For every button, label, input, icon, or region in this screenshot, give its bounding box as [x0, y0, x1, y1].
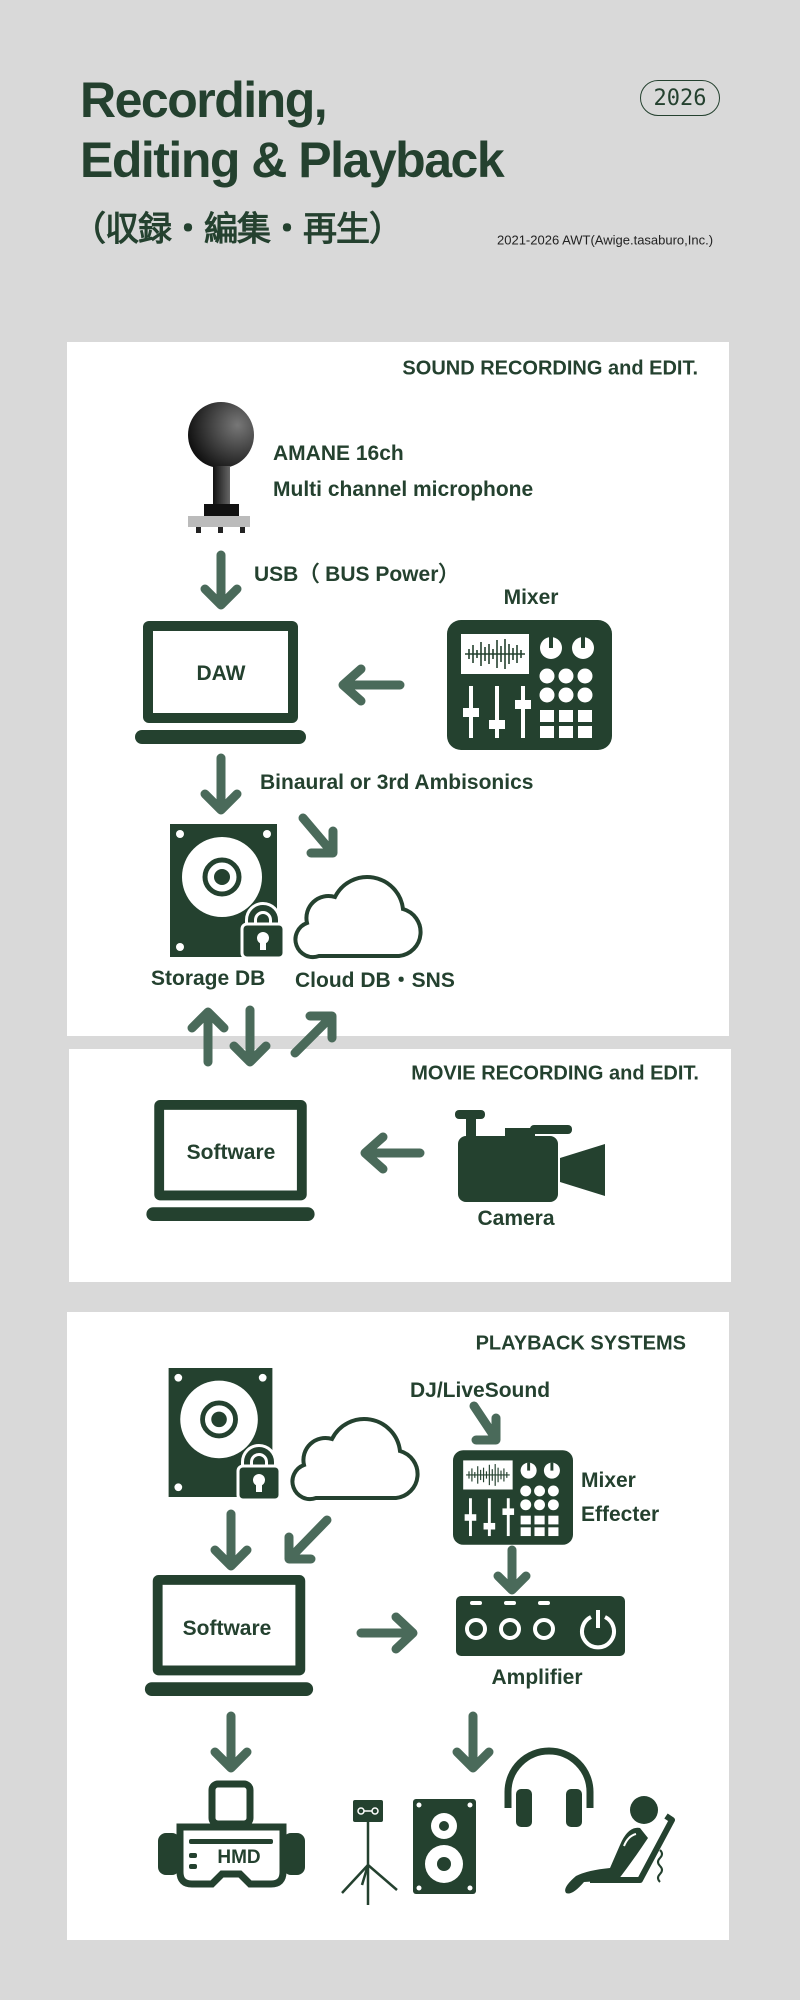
arrow-diagonal-icon — [469, 1401, 501, 1445]
usb-label: USB（ BUS Power） — [254, 563, 460, 586]
tripod-speaker-icon — [341, 1800, 398, 1905]
arrow-down-icon — [493, 1545, 531, 1595]
effecter-label: Effecter — [581, 1503, 660, 1526]
microphone-icon — [188, 402, 254, 533]
copyright: 2021-2026 AWT(Awige.tasaburo,Inc.) — [497, 232, 714, 248]
software-label: Software — [186, 1141, 276, 1164]
title-line-2: Editing & Playback — [80, 132, 505, 188]
storage-db-label: Storage DB — [151, 967, 266, 990]
headphones-icon — [504, 1747, 594, 1827]
arrow-down-icon — [229, 1005, 271, 1067]
reclining-person-icon — [565, 1796, 675, 1894]
title-line-1: Recording, — [80, 72, 328, 128]
hmd-label: HMD — [217, 1847, 261, 1868]
arrow-down-icon — [210, 1711, 252, 1773]
sound-section-heading: SOUND RECORDING and EDIT. — [402, 357, 698, 380]
mixer-effecter-icon — [453, 1450, 573, 1545]
mixer-label: Mixer — [503, 586, 559, 609]
format-label: Binaural or 3rd Ambisonics — [260, 771, 534, 794]
arrow-left-icon — [360, 1132, 425, 1174]
mic-name: AMANE 16ch — [273, 442, 404, 465]
arrow-diagonal-icon — [284, 1515, 332, 1564]
cloud-icon — [293, 875, 423, 960]
mixer-icon — [447, 620, 612, 750]
arrow-down-icon — [210, 1509, 252, 1571]
subtitle-jp: （収録・編集・再生） — [72, 209, 403, 250]
arrow-down-icon — [452, 1711, 494, 1773]
arrow-down-icon — [200, 753, 242, 815]
arrow-up-icon — [187, 1007, 229, 1067]
cloud-db-label: Cloud DB・SNS — [295, 969, 455, 992]
year-badge: 2026 — [640, 80, 720, 116]
arrow-diagonal-icon — [298, 813, 338, 858]
playback-section-heading: PLAYBACK SYSTEMS — [475, 1332, 686, 1355]
amplifier-icon — [456, 1596, 625, 1664]
dj-livesound-label: DJ/LiveSound — [410, 1379, 551, 1402]
speaker-icon — [413, 1799, 476, 1894]
daw-label: DAW — [196, 662, 246, 685]
amplifier-label: Amplifier — [491, 1666, 583, 1689]
mic-description: Multi channel microphone — [273, 478, 534, 501]
software-label: Software — [182, 1617, 272, 1640]
movie-section-heading: MOVIE RECORDING and EDIT. — [411, 1062, 699, 1085]
mixer-label: Mixer — [581, 1469, 636, 1492]
arrow-right-icon — [356, 1612, 418, 1654]
arrow-down-icon — [200, 550, 242, 610]
camera-icon — [455, 1110, 605, 1202]
camera-label: Camera — [477, 1207, 555, 1230]
arrow-diagonal-up-icon — [290, 1011, 337, 1058]
hmd-icon — [158, 1780, 305, 1888]
cloud-icon — [292, 1419, 417, 1499]
arrow-left-icon — [338, 664, 405, 706]
